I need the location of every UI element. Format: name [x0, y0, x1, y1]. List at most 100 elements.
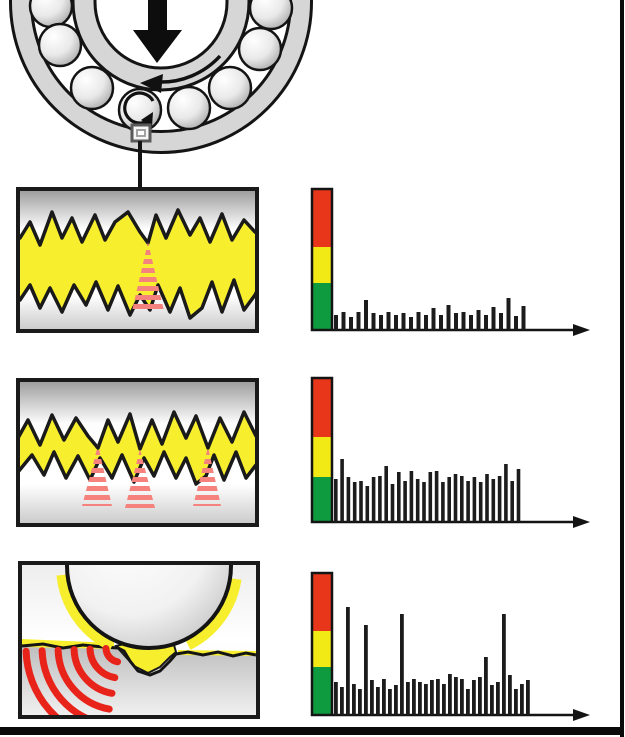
axis-arrowhead-icon: [573, 516, 590, 528]
spectrum-bar: [484, 657, 488, 715]
severity-zone-yellow: [312, 631, 332, 667]
spectrum-bar: [415, 479, 420, 522]
spectrum-bar: [434, 471, 439, 522]
spectrum-bar: [424, 684, 428, 715]
spectrum-bar: [394, 685, 398, 715]
spectrum-bar: [356, 312, 361, 330]
bearing-ball: [69, 65, 115, 111]
emission-cone: [132, 242, 164, 311]
stage-3-ae-spectrum-chart: [310, 571, 590, 721]
spectrum-bar: [508, 675, 512, 715]
spectrum-bar: [454, 677, 458, 715]
spectrum-bar: [341, 312, 346, 330]
severity-zone-yellow: [312, 247, 332, 283]
stage-2-surface-panel: [16, 378, 259, 527]
spectrum-bar: [364, 625, 368, 715]
spectrum-bar: [441, 482, 445, 522]
spectrum-bar: [346, 477, 351, 522]
spectrum-bar: [349, 317, 353, 330]
panel-border: [16, 187, 259, 333]
spectrum-bar: [461, 312, 466, 330]
spectrum-bar: [409, 471, 414, 522]
spectrum-bar: [521, 306, 526, 330]
severity-zone-red: [312, 573, 332, 631]
spectrum-bar: [424, 315, 428, 330]
bearing-ball: [166, 85, 212, 131]
spectrum-bar: [386, 312, 391, 330]
severity-zone-red: [312, 189, 332, 247]
spectrum-bar: [340, 687, 344, 715]
rotation-arrow-icon: [140, 54, 222, 93]
spectrum-bar: [460, 679, 464, 715]
severity-scale-outline: [310, 571, 334, 717]
spectrum-bar: [436, 679, 440, 715]
spectrum-bar: [491, 307, 496, 330]
emission-cone: [82, 445, 112, 506]
severity-zone-yellow: [312, 437, 332, 477]
spectrum-bar: [370, 680, 374, 715]
spectrum-bar: [447, 477, 451, 522]
spectrum-bar: [446, 305, 451, 330]
spectrum-bar: [469, 315, 473, 330]
spectrum-bar: [409, 317, 413, 330]
spectrum-bar: [454, 313, 458, 330]
spectrum-bar: [358, 689, 362, 715]
page-right-border: [620, 0, 624, 737]
spectrum-bar: [504, 464, 508, 522]
spectrum-bar: [406, 682, 410, 715]
spectrum-bar: [390, 484, 395, 522]
spectrum-bar: [510, 481, 514, 522]
spectrum-bar: [371, 477, 376, 522]
spectrum-bar: [422, 482, 426, 522]
bearing-ball: [207, 65, 253, 111]
ae-sensor: [130, 123, 152, 143]
spectrum-bar: [352, 482, 357, 522]
spectrum-bar: [448, 674, 452, 715]
spectrum-bar: [499, 313, 503, 330]
spectrum-bar: [388, 689, 392, 715]
lubricant-film: [16, 208, 259, 320]
severity-scale-outline: [310, 187, 334, 332]
spectrum-bar: [346, 607, 350, 715]
bearing-ball: [237, 26, 283, 72]
panel-border: [16, 378, 259, 527]
spectrum-bar: [485, 474, 489, 522]
severity-zone-green: [312, 283, 332, 330]
spectrum-bar: [472, 680, 476, 715]
stage-3-surface-panel: [18, 561, 260, 719]
spectrum-bar: [514, 689, 518, 715]
severity-zone-green: [312, 477, 332, 522]
spectrum-bar: [431, 308, 436, 330]
spectrum-bar: [334, 682, 338, 715]
spectrum-bar: [378, 476, 382, 522]
spectrum-bar: [516, 469, 521, 522]
axis-arrowhead-icon: [573, 709, 590, 721]
spectrum-bar: [502, 614, 506, 715]
spectrum-bar: [359, 481, 363, 522]
spectrum-bar: [466, 481, 470, 522]
spectrum-bar: [484, 315, 488, 330]
spectrum-bar: [394, 315, 398, 330]
raceway-surface-edge: [21, 642, 257, 677]
emission-cone: [193, 447, 221, 506]
stage-1-ae-spectrum-chart: [310, 187, 590, 336]
spectrum-bar: [428, 472, 433, 522]
spectrum-bar: [453, 474, 458, 522]
sensor-lead-line: [138, 141, 142, 190]
spectrum-bar: [352, 684, 356, 715]
axis-arrowhead-icon: [573, 324, 590, 336]
emission-arcs: [22, 645, 122, 719]
bearing-ball: [28, 0, 74, 29]
spectrum-bar: [439, 315, 443, 330]
spectrum-bar: [382, 679, 386, 715]
severity-scale-outline: [310, 376, 334, 524]
spectrum-bar: [506, 298, 511, 330]
page-bottom-border: [0, 727, 620, 735]
spectrum-bar: [478, 677, 482, 715]
spectrum-bar: [384, 466, 388, 522]
spectrum-bar: [466, 689, 470, 715]
bearing-illustration: [9, 0, 313, 154]
spectrum-bar: [365, 486, 370, 522]
spectrum-bar: [497, 476, 502, 522]
